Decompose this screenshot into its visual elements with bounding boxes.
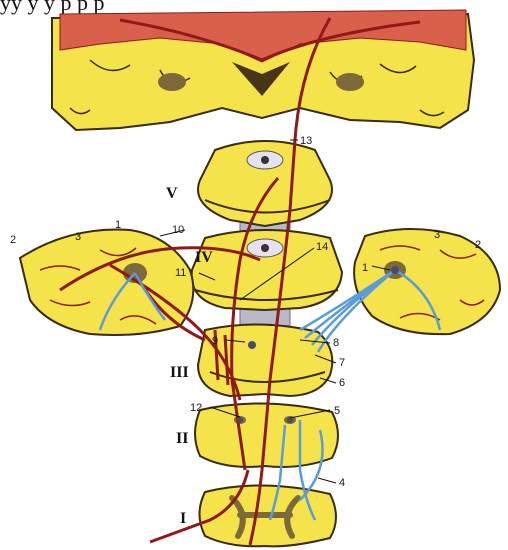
label-12: 12 xyxy=(190,402,202,414)
label-level-iv: IV xyxy=(195,249,213,266)
label-4: 4 xyxy=(339,477,345,489)
label-10: 10 xyxy=(172,224,184,236)
label-level-iii: III xyxy=(170,364,189,381)
left-cerebellum xyxy=(20,230,193,335)
label-6: 6 xyxy=(339,377,345,389)
label-3-right: 3 xyxy=(434,229,440,241)
label-3-left: 3 xyxy=(75,231,81,243)
label-14: 14 xyxy=(316,241,328,253)
midbrain-section-v xyxy=(198,141,332,226)
label-level-v: V xyxy=(166,185,178,202)
label-8: 8 xyxy=(333,337,339,349)
label-1-left: 1 xyxy=(115,219,121,231)
label-9: 9 xyxy=(212,335,218,347)
label-2-left: 2 xyxy=(10,234,16,246)
label-level-ii: II xyxy=(176,430,188,447)
label-13: 13 xyxy=(300,135,312,147)
label-7: 7 xyxy=(339,357,345,369)
label-11: 11 xyxy=(175,267,186,279)
label-2-right: 2 xyxy=(475,239,481,251)
label-5: 5 xyxy=(334,405,340,417)
cerebrum-section xyxy=(52,10,474,130)
label-1-right: 1 xyxy=(362,262,368,274)
label-level-i: I xyxy=(180,510,186,527)
spinal-cord-section-i xyxy=(200,485,337,546)
